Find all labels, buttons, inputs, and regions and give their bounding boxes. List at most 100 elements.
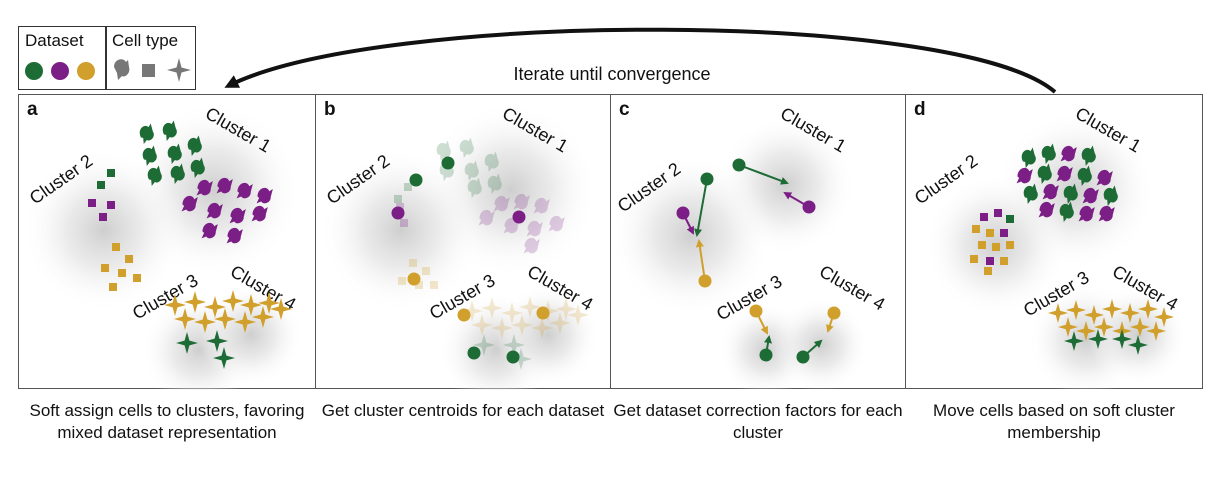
cell-blob-purple xyxy=(236,182,253,199)
caption-a: Soft assign cells to clusters, favoring … xyxy=(29,401,305,442)
cell-square-green xyxy=(107,169,115,177)
cell-square-purple xyxy=(1000,229,1008,237)
cell-star-gold xyxy=(234,311,256,333)
cell-star-gold xyxy=(549,312,571,334)
cell-blob-purple xyxy=(1016,167,1033,184)
legend-star-icon xyxy=(167,58,191,82)
cell-square-purple xyxy=(107,201,115,209)
correction-arrow-green-c1 xyxy=(738,164,789,185)
panel-d-letter: d xyxy=(914,99,926,120)
cell-square-purple xyxy=(88,199,96,207)
cell-blob-green xyxy=(1063,183,1078,204)
cell-star-gold xyxy=(1120,303,1140,323)
cell-square-green xyxy=(394,195,402,203)
cell-star-gold xyxy=(270,298,292,320)
cell-star-gold xyxy=(555,298,577,320)
correction-arrow-gold-c2 xyxy=(695,239,706,282)
cell-blob-green xyxy=(139,123,154,144)
iterate-label: Iterate until convergence xyxy=(513,64,711,84)
cell-blob-purple xyxy=(201,222,218,239)
cell-square-gold xyxy=(398,277,406,285)
cell-blob-green xyxy=(170,163,185,184)
cell-square-gold xyxy=(986,229,994,237)
cell-star-gold xyxy=(164,294,186,316)
cell-blob-green xyxy=(162,120,177,141)
cell-blob-green xyxy=(1059,201,1074,222)
cell-square-purple xyxy=(980,213,988,221)
cell-blob-purple xyxy=(1038,201,1055,218)
cell-blob-purple xyxy=(196,179,213,196)
cell-square-green xyxy=(97,181,105,189)
cell-star-gold xyxy=(174,308,196,330)
cell-square-gold xyxy=(978,241,986,249)
cell-square-gold xyxy=(972,225,980,233)
cell-blob-purple xyxy=(256,187,273,204)
cell-square-gold xyxy=(112,243,120,251)
cluster-4-halo xyxy=(773,297,869,390)
cell-blob-purple xyxy=(1082,187,1099,204)
cell-star-gold xyxy=(240,294,262,316)
cell-square-gold xyxy=(992,243,1000,251)
cell-square-gold xyxy=(1000,257,1008,265)
cell-blob-green xyxy=(467,177,482,198)
cell-star-gold xyxy=(214,308,236,330)
cell-star-gold xyxy=(567,304,589,326)
cell-star-gold xyxy=(1138,299,1158,319)
cell-blob-green xyxy=(487,173,502,194)
cell-blob-purple xyxy=(216,177,233,194)
cell-star-green xyxy=(1128,335,1148,355)
cell-star-gold xyxy=(501,302,523,324)
cell-star-green xyxy=(473,334,495,356)
centroid-dot-gold xyxy=(536,306,550,320)
cell-blob-green xyxy=(1041,143,1056,164)
cell-star-green xyxy=(176,332,198,354)
cell-blob-purple xyxy=(1056,165,1073,182)
cell-star-gold xyxy=(1076,321,1096,341)
cluster-2-halo xyxy=(22,148,186,312)
cell-star-gold xyxy=(1146,321,1166,341)
cell-blob-green xyxy=(187,135,202,156)
centroid-dot-green xyxy=(441,156,455,170)
cell-blob-green xyxy=(484,151,499,172)
cell-blob-green xyxy=(167,143,182,164)
legend-celltype-header: Cell type xyxy=(112,31,179,50)
cell-blob-purple xyxy=(548,215,565,232)
legend-dot-gold xyxy=(77,62,95,80)
cell-star-green xyxy=(1064,331,1084,351)
caption-d: Move cells based on soft cluster members… xyxy=(933,401,1175,442)
correction-arrow-gold-c3 xyxy=(755,310,768,335)
cell-square-gold xyxy=(133,274,141,282)
correction-arrow-green-c3 xyxy=(764,335,772,356)
legend-blob-icon xyxy=(114,59,130,80)
cell-square-gold xyxy=(101,264,109,272)
cell-star-gold xyxy=(461,300,483,322)
cell-blob-green xyxy=(147,165,162,186)
cluster-2-halo xyxy=(319,148,483,312)
cell-blob-purple xyxy=(533,197,550,214)
cell-blob-green xyxy=(1023,183,1038,204)
cell-blob-purple xyxy=(526,220,543,237)
cell-blob-purple xyxy=(513,193,530,210)
cell-square-gold xyxy=(415,281,423,289)
cell-square-gold xyxy=(984,267,992,275)
legend-box: Dataset Cell type xyxy=(18,26,196,90)
cluster-2-halo xyxy=(611,153,773,317)
legend-symbols xyxy=(25,58,191,82)
centroid-dot-gold xyxy=(407,272,421,286)
cell-star-gold xyxy=(1130,317,1150,337)
cell-blob-purple xyxy=(1078,205,1095,222)
centroid-dot-green xyxy=(506,350,520,364)
cell-blob-purple xyxy=(251,205,268,222)
cell-square-green xyxy=(404,183,412,191)
cell-blob-purple xyxy=(226,227,243,244)
cell-blob-green xyxy=(142,145,157,166)
cell-star-green xyxy=(213,347,235,369)
cell-star-green xyxy=(1088,329,1108,349)
cluster-4-halo xyxy=(496,283,600,387)
legend-dataset-header: Dataset xyxy=(25,31,84,50)
